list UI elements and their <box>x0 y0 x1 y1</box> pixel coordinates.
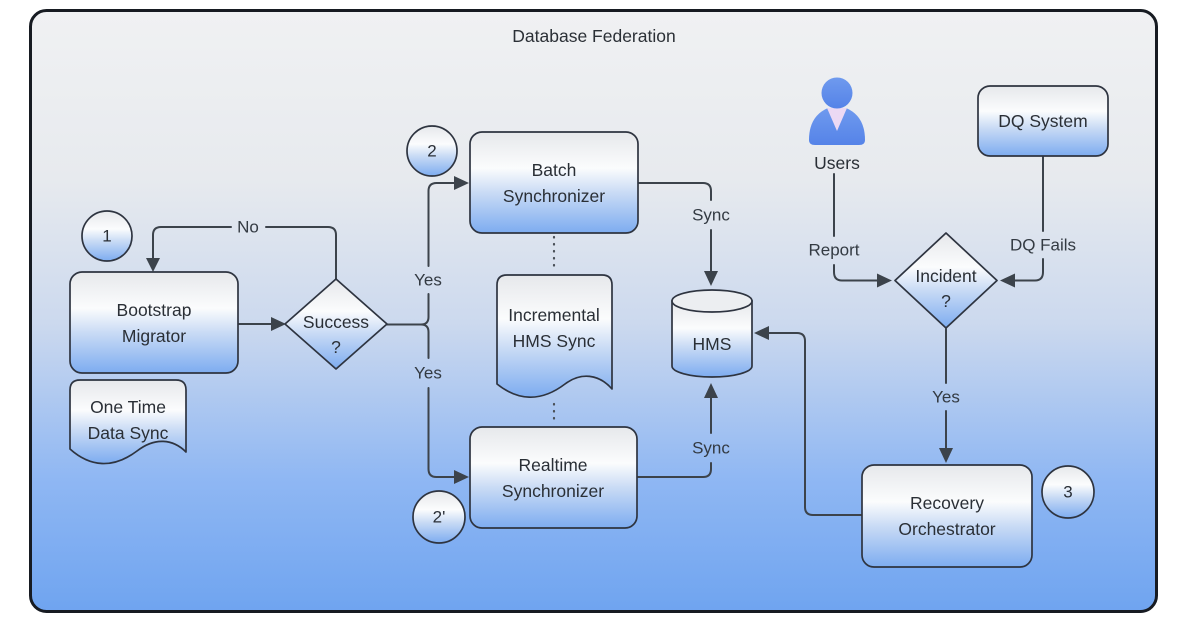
hms-database-label: HMS <box>693 334 732 354</box>
edge-batch-sync-to-hms <box>637 182 712 272</box>
badge-step-1: 1 <box>81 210 133 262</box>
edge-realtime-sync-to-hms <box>636 397 712 478</box>
bootstrap-migrator-label-2: Migrator <box>122 326 186 346</box>
diagram-title: Database Federation <box>512 26 675 46</box>
recovery-orchestrator-label-2: Orchestrator <box>898 519 995 539</box>
arrowhead-into-batch <box>454 176 469 190</box>
success-decision-label-2: ? <box>331 337 341 357</box>
edge-users-report-to-incident <box>833 173 878 282</box>
edge-dq-fails-to-incident <box>1014 155 1044 282</box>
edge-label-no: No <box>237 218 259 237</box>
badge-step-2: 2 <box>406 125 458 177</box>
incident-decision-label-1: Incident <box>915 266 976 286</box>
arrowhead-into-recovery <box>939 448 953 463</box>
arrowhead-into-bootstrap <box>146 258 160 272</box>
node-dq-system: DQ System <box>977 85 1109 157</box>
edge-label-yes-realtime: Yes <box>414 364 442 383</box>
node-batch-synchronizer: Batch Synchronizer <box>469 131 639 234</box>
edge-success-yes-to-realtime <box>420 323 456 478</box>
one-time-data-sync-label-2: Data Sync <box>88 423 169 443</box>
database-cylinder-top <box>671 289 753 313</box>
node-incremental-hms-sync: Incremental HMS Sync <box>496 274 613 398</box>
edge-label-report: Report <box>808 241 859 260</box>
user-icon-head <box>821 77 853 109</box>
badge-step-2-prime-label: 2' <box>433 508 446 527</box>
batch-synchronizer-label-2: Synchronizer <box>503 186 605 206</box>
edge-label-sync-realtime: Sync <box>692 439 730 458</box>
node-one-time-data-sync: One Time Data Sync <box>69 379 187 465</box>
user-icon-collar <box>827 108 847 131</box>
arrowhead-into-hms-right <box>754 326 769 340</box>
badge-step-2-label: 2 <box>427 142 436 161</box>
edge-label-yes-batch: Yes <box>414 271 442 290</box>
realtime-synchronizer-label-1: Realtime <box>518 455 587 475</box>
batch-synchronizer-label-1: Batch <box>532 160 577 180</box>
incremental-hms-sync-label-1: Incremental <box>508 305 599 325</box>
badge-step-2-prime: 2' <box>412 490 466 544</box>
incident-decision-label-2: ? <box>941 291 951 311</box>
node-users: Users <box>809 77 865 173</box>
edge-success-no-loop <box>152 226 337 281</box>
edge-label-sync-batch: Sync <box>692 206 730 225</box>
arrowhead-into-hms-bottom <box>704 383 718 398</box>
edge-recovery-to-hms <box>768 332 863 516</box>
edge-label-yes-recovery: Yes <box>932 388 960 407</box>
node-hms-database: HMS <box>671 289 753 378</box>
edge-label-dq-fails: DQ Fails <box>1010 236 1076 255</box>
node-incident-decision: Incident ? <box>894 232 998 329</box>
arrowhead-into-incident-right <box>1000 273 1015 288</box>
node-bootstrap-migrator: Bootstrap Migrator <box>69 271 239 374</box>
badge-step-3: 3 <box>1041 465 1095 519</box>
arrowhead-into-success <box>271 317 286 331</box>
badge-step-3-label: 3 <box>1063 483 1072 502</box>
user-icon <box>809 77 865 145</box>
users-label: Users <box>814 153 860 173</box>
arrowhead-into-hms-top <box>704 271 718 286</box>
one-time-data-sync-label-1: One Time <box>90 397 166 417</box>
realtime-synchronizer-label-2: Synchronizer <box>502 481 604 501</box>
badge-step-1-label: 1 <box>102 227 111 246</box>
node-recovery-orchestrator: Recovery Orchestrator <box>861 464 1033 568</box>
incremental-hms-sync-label-2: HMS Sync <box>513 331 596 351</box>
node-realtime-synchronizer: Realtime Synchronizer <box>469 426 638 529</box>
arrowhead-into-realtime <box>454 470 469 484</box>
recovery-orchestrator-label-1: Recovery <box>910 493 984 513</box>
arrowhead-into-incident-left <box>877 273 892 288</box>
dq-system-label: DQ System <box>998 111 1087 131</box>
bootstrap-migrator-label-1: Bootstrap <box>117 300 192 320</box>
success-decision-label-1: Success <box>303 312 369 332</box>
node-success-decision: Success ? <box>284 278 388 370</box>
